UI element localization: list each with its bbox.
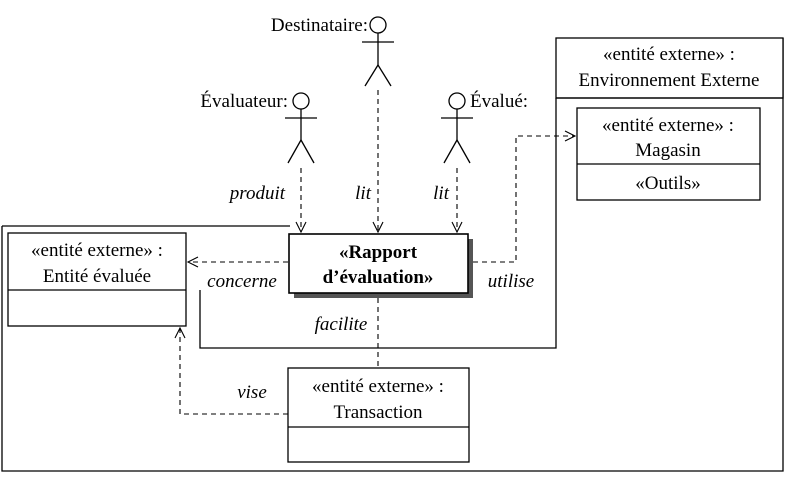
- label-utilise: utilise: [488, 271, 534, 292]
- dependency-produit: produit: [228, 168, 307, 234]
- transaction-box[interactable]: «entité externe» : Transaction: [287, 367, 470, 463]
- rapport-line2: d’évaluation»: [323, 267, 434, 288]
- actor-evalue[interactable]: Évalué:: [441, 90, 528, 164]
- dependency-lit-evalue: lit: [433, 168, 463, 234]
- label-lit-evalue: lit: [433, 183, 450, 204]
- entite-evaluee-name: Entité évaluée: [43, 266, 151, 287]
- transaction-name: Transaction: [333, 402, 423, 423]
- entite-evaluee-box[interactable]: «entité externe» : Entité évaluée: [7, 232, 187, 327]
- entite-evaluee-stereotype: «entité externe» :: [31, 240, 163, 261]
- actor-destinataire[interactable]: Destinataire:: [271, 15, 394, 87]
- environnement-stereotype: «entité externe» :: [603, 44, 735, 65]
- dependency-lit-destinataire: lit: [355, 90, 384, 234]
- label-facilite: facilite: [315, 314, 368, 335]
- actor-evaluateur-label: Évaluateur:: [200, 90, 288, 112]
- dependency-utilise: utilise: [473, 130, 577, 292]
- rapport-line1: «Rapport: [339, 242, 418, 263]
- actor-evaluateur[interactable]: Évaluateur:: [200, 90, 317, 164]
- dependency-concerne: concerne: [186, 256, 288, 292]
- label-lit-destinataire: lit: [355, 183, 372, 204]
- environnement-externe-box[interactable]: «entité externe» : Environnement Externe: [555, 37, 784, 99]
- magasin-attribute: «Outils»: [635, 173, 700, 194]
- magasin-box[interactable]: «entité externe» : Magasin «Outils»: [576, 107, 761, 201]
- label-produit: produit: [228, 183, 286, 204]
- outer-frame-body: [1, 38, 784, 472]
- actor-destinataire-label: Destinataire:: [271, 15, 368, 36]
- label-concerne: concerne: [207, 271, 277, 292]
- dependency-vise: vise: [174, 326, 288, 415]
- actor-evalue-label: Évalué:: [470, 90, 528, 112]
- rapport-evaluation-box[interactable]: «Rapport d’évaluation»: [288, 233, 473, 298]
- dependency-facilite: facilite: [315, 298, 379, 366]
- transaction-stereotype: «entité externe» :: [312, 376, 444, 397]
- magasin-stereotype: «entité externe» :: [602, 115, 734, 136]
- label-vise: vise: [237, 382, 267, 403]
- environnement-name: Environnement Externe: [579, 70, 760, 91]
- magasin-name: Magasin: [635, 140, 701, 161]
